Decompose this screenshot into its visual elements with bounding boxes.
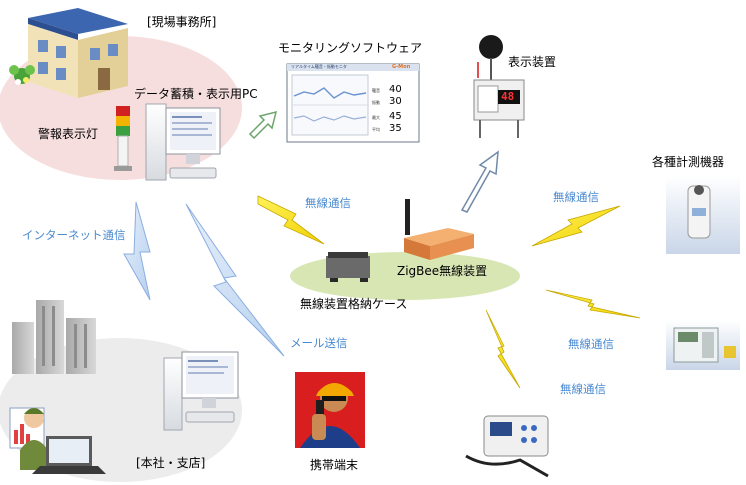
wireless-right-mid-label: 無線通信 (568, 337, 614, 351)
screen-title: リアルタイム騒音・振動モニタ (291, 64, 347, 69)
head-office-label: [本社・支店] (136, 456, 206, 470)
mail-send-label: メール送信 (290, 336, 348, 350)
wireless-bolt-right-mid (545, 289, 641, 319)
wireless-right-top-label: 無線通信 (553, 190, 599, 204)
head-office-building-icon (12, 300, 96, 374)
portable-meter-icon (465, 415, 549, 478)
site-office-label: [現場事務所] (147, 15, 217, 29)
site-office-building-icon (9, 8, 128, 98)
wireless-bolt-right-top (531, 205, 621, 247)
screen-row-label: 騒音 (372, 88, 380, 93)
site-pc-icon (145, 103, 221, 181)
alarm-lamp-label: 警報表示灯 (38, 127, 99, 141)
mobile-terminal-label: 携帯端末 (310, 458, 359, 472)
pc-to-software-arrow (248, 110, 278, 140)
screen-brand: G-Mon (392, 64, 411, 70)
vibration-meter-icon (666, 320, 740, 370)
zigbee-to-display-arrow (460, 150, 499, 213)
zigbee-device-icon (404, 199, 474, 260)
monitoring-software-label: モニタリングソフトウェア (278, 41, 423, 55)
wireless-right-bottom-label: 無線通信 (560, 382, 606, 396)
head-office-pc-icon (163, 351, 239, 431)
screen-row-label: 平均 (372, 127, 380, 132)
internet-label: インターネット通信 (22, 228, 126, 242)
screen-row-value: 30 (389, 96, 402, 107)
mail-bolt (185, 203, 285, 357)
zigbee-device-label: ZigBee無線装置 (397, 264, 488, 278)
monitoring-software-screen (286, 63, 420, 143)
alarm-lamp-icon (114, 106, 132, 171)
enclosure-case-icon (326, 252, 370, 282)
screen-row-value: 35 (389, 123, 402, 134)
wireless-center-label: 無線通信 (305, 196, 351, 210)
screen-row-value: 40 (389, 84, 402, 95)
screen-row-value: 45 (389, 111, 402, 122)
display-device-label: 表示装置 (508, 55, 557, 69)
sound-level-meter-icon (666, 176, 740, 254)
display-device-icon (473, 35, 525, 138)
internet-bolt (123, 201, 151, 301)
mobile-terminal-icon (295, 372, 365, 448)
measuring-instruments-label: 各種計測機器 (652, 155, 725, 169)
screen-row-label: 振動 (372, 100, 380, 105)
wireless-bolt-bottom (485, 309, 521, 389)
screen-row-label: 最大 (372, 115, 380, 120)
office-worker-icon (9, 407, 106, 474)
display-board-value: 48 (501, 90, 515, 103)
wireless-bolt-center (257, 195, 325, 245)
enclosure-case-label: 無線装置格納ケース (300, 297, 408, 311)
data-pc-label: データ蓄積・表示用PC (134, 87, 258, 101)
